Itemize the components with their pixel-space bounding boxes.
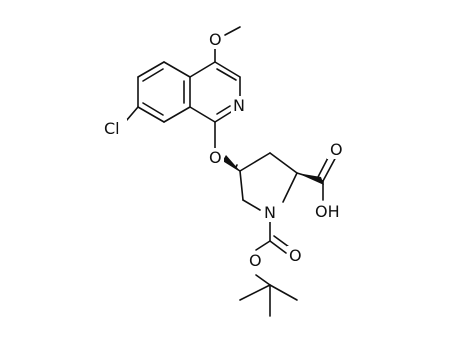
bond-o-tbu bbox=[255, 274, 271, 286]
bond-c5-c6-inner bbox=[142, 68, 164, 82]
bond-c4a-c5 bbox=[163, 61, 191, 78]
bond-cboc-carbonyl bbox=[269, 240, 287, 254]
bond-c2-npyrr bbox=[282, 172, 298, 203]
hashed-wedge-lines bbox=[235, 164, 238, 168]
atom-methoxy-oxygen: O bbox=[209, 30, 222, 49]
bond-n-c1 bbox=[214, 111, 232, 123]
atom-labels: O N Cl O N O OH O O bbox=[103, 30, 347, 270]
atom-ether-oxygen: O bbox=[209, 148, 222, 167]
atom-hydroxyl: OH bbox=[315, 202, 340, 221]
bond-c4a-c4 bbox=[189, 61, 216, 78]
bond-tbu-methyl-right bbox=[269, 284, 298, 301]
bond-tbu-methyl-left bbox=[239, 284, 271, 301]
bond-methyl-o bbox=[224, 26, 241, 36]
bond-c4-c3-inner bbox=[216, 68, 237, 81]
atom-ester-oxygen-boc: O bbox=[249, 251, 262, 270]
bond-c7-c8-inner bbox=[142, 102, 164, 116]
bond-npyrr-c5 bbox=[242, 199, 261, 211]
bond-cboc-o bbox=[255, 240, 271, 251]
bond-c1-c8a bbox=[189, 106, 216, 123]
bond-c3-c2pyrr bbox=[269, 152, 298, 174]
bond-o-c4pyrr bbox=[223, 160, 241, 172]
bond-c4-c3pyrr bbox=[239, 152, 271, 172]
atom-carbonyl-oxygen-acid: O bbox=[330, 140, 343, 159]
bond-c7-cl bbox=[125, 106, 139, 122]
wedge-bond bbox=[297, 173, 324, 185]
bond-cooh-carbonyl bbox=[322, 154, 338, 182]
bond-c8-c8a bbox=[163, 106, 191, 123]
bonds bbox=[125, 26, 338, 317]
bond-cboc-carbonyl-2 bbox=[273, 235, 290, 248]
bond-c5-c4pyrr bbox=[239, 170, 244, 201]
bond-c5-c6 bbox=[137, 61, 165, 78]
bond-n-c1-inner bbox=[216, 105, 231, 115]
atom-carbonyl-oxygen-boc: O bbox=[289, 246, 302, 265]
atom-amine-nitrogen: N bbox=[264, 203, 276, 222]
atom-ring-nitrogen: N bbox=[233, 96, 245, 115]
bond-c7-c8 bbox=[137, 106, 165, 123]
bond-c4-c3 bbox=[214, 61, 241, 78]
hashed-wedge-bond bbox=[223, 155, 240, 171]
atom-chlorine: Cl bbox=[104, 119, 120, 138]
